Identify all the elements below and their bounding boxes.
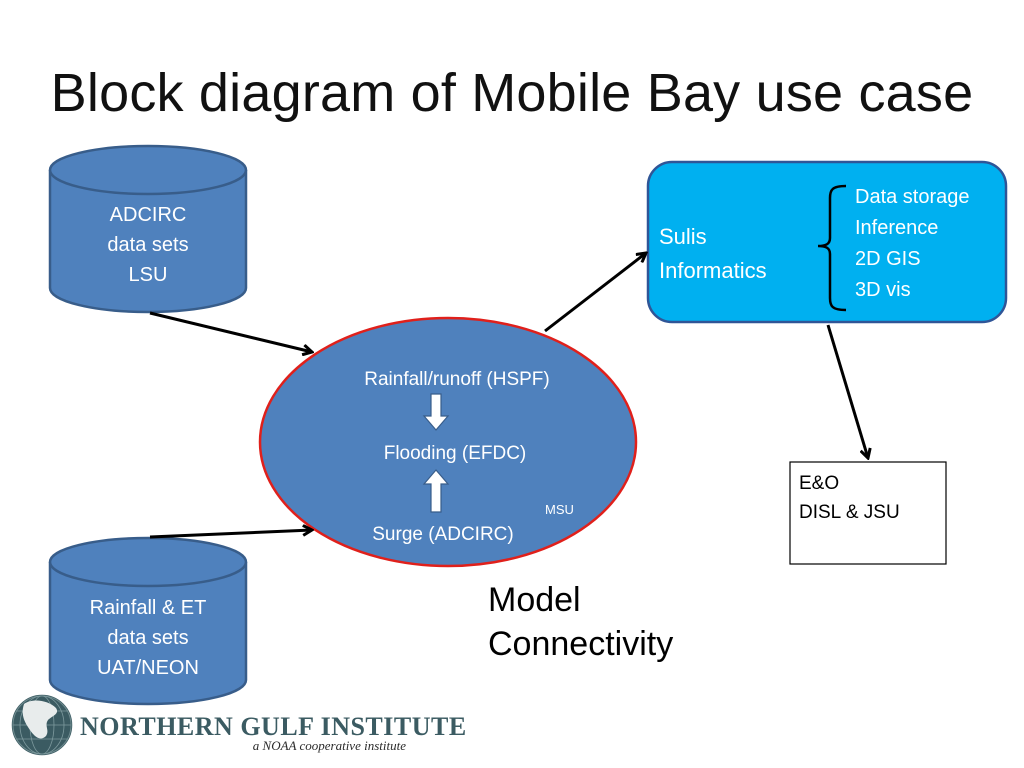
ngi-logo-name: NORTHERN GULF INSTITUTE [80, 712, 467, 741]
arrow-adcirc-to-model [149, 311, 312, 352]
list-item: 3D vis [855, 279, 911, 301]
arrow-model-to-sulis [544, 253, 646, 333]
slide-title: Block diagram of Mobile Bay use case [50, 63, 974, 123]
ngi-logo-subtitle: a NOAA cooperative institute [252, 738, 406, 753]
list-item: Data storage [855, 186, 970, 208]
model-flooding: Flooding (EFDC) [383, 443, 527, 464]
arrow-sulis-to-eo [826, 324, 868, 458]
rainfall-datasets-cylinder [48, 536, 248, 706]
curly-brace-icon [817, 184, 847, 312]
model-rainfall-runoff: Rainfall/runoff (HSPF) [364, 369, 550, 390]
list-item: Inference [855, 217, 939, 239]
sulis-capabilities-list: Data storage Inference 2D GIS 3D vis [855, 182, 970, 306]
globe-logo-icon [10, 693, 74, 757]
eo-box [789, 461, 947, 565]
rainfall-datasets-label: Rainfall & ET data sets UAT/NEON [89, 597, 207, 679]
arrow-down-hollow-icon [422, 393, 450, 431]
adcirc-datasets-cylinder [48, 144, 248, 314]
eo-label: E&O DISL & JSU [799, 473, 900, 523]
arrow-rainfall-to-model [149, 530, 312, 539]
model-ellipse [258, 316, 638, 568]
adcirc-datasets-label: ADCIRC data sets LSU [107, 204, 189, 286]
arrow-up-hollow-icon [422, 469, 450, 513]
list-item: 2D GIS [855, 248, 921, 270]
model-surge: Surge (ADCIRC) [372, 524, 514, 545]
sulis-box [646, 160, 1008, 324]
model-org-label: MSU [545, 502, 574, 517]
model-connectivity-caption: Model Connectivity [488, 581, 674, 663]
sulis-informatics-label: Sulis Informatics [659, 224, 767, 283]
